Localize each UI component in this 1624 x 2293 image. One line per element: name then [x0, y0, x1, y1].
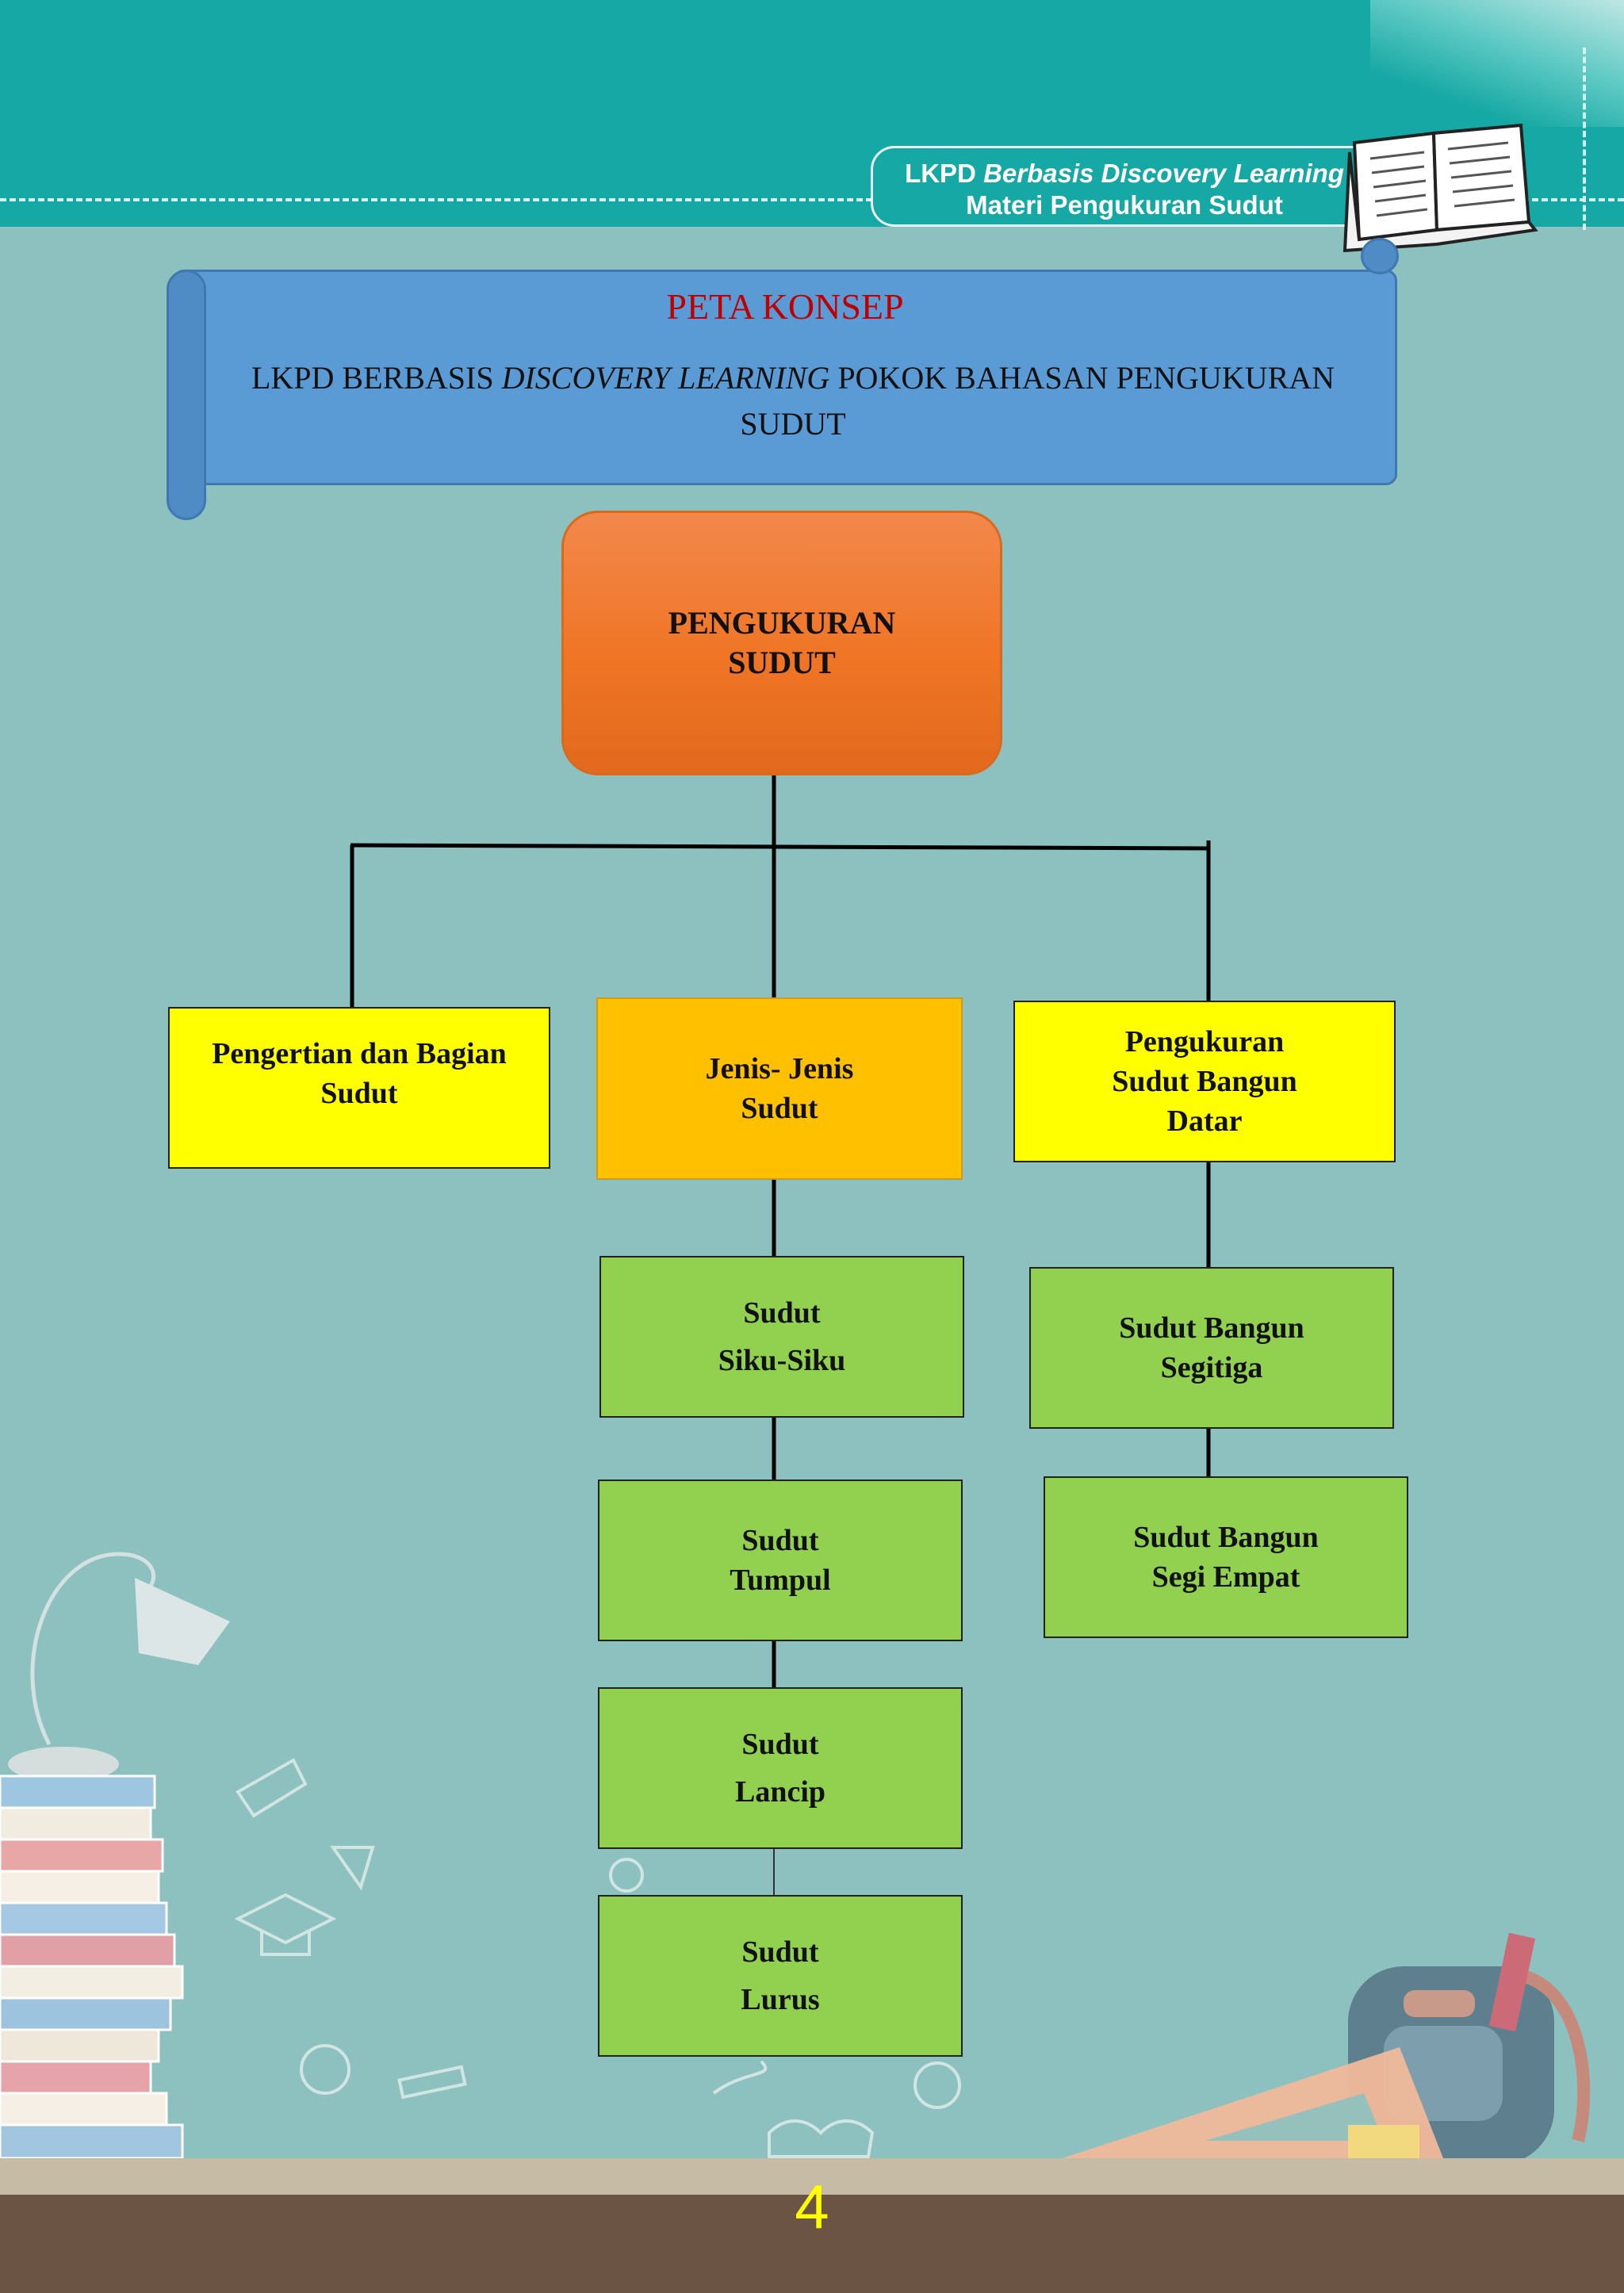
lkpd-header-line2: Materi Pengukuran Sudut	[966, 190, 1283, 220]
page-number: 4	[795, 2172, 829, 2241]
leaf-node-lancip: Sudut Lancip	[598, 1687, 963, 1849]
title-banner	[173, 270, 1397, 485]
header-dashed-line	[0, 198, 1624, 201]
banner-scroll-curl-right	[1361, 238, 1399, 274]
branch-node-pengukuran-bangun-datar: Pengukuran Sudut Bangun Datar	[1013, 1001, 1396, 1162]
graduation-cap-icon	[234, 1893, 337, 1956]
lkpd-header-line1: LKPD Berbasis Discovery Learning	[905, 159, 1344, 188]
leaf-node-segi-empat: Sudut Bangun Segi Empat	[1044, 1476, 1408, 1638]
branch-horizontal-line	[350, 843, 1211, 851]
set-square-icon	[1063, 2047, 1443, 2158]
root-node-pengukuran-sudut: PENGUKURAN SUDUT	[561, 511, 1002, 775]
branch-node-pengertian: Pengertian dan Bagian Sudut	[168, 1007, 550, 1169]
open-book-icon	[1342, 123, 1538, 253]
floor-strip	[0, 2158, 1624, 2196]
desk-lamp-icon	[30, 1552, 156, 1746]
banner-scroll-curl	[167, 270, 206, 520]
backpack-icon	[1348, 1932, 1591, 2165]
book-stack-icon	[0, 1774, 184, 2160]
open-book-doodle-icon	[768, 2119, 875, 2158]
header-vertical-dashed-line	[1583, 48, 1586, 230]
clock-icon	[609, 1858, 644, 1893]
leaf-node-tumpul: Sudut Tumpul	[598, 1480, 963, 1641]
header-corner-decoration	[1370, 0, 1624, 127]
branch-node-jenis-sudut: Jenis- Jenis Sudut	[596, 997, 963, 1180]
leaf-node-segitiga: Sudut Bangun Segitiga	[1029, 1267, 1394, 1429]
scribble-icon	[712, 2060, 768, 2095]
globe-icon	[914, 2061, 961, 2109]
diploma-icon	[236, 1758, 308, 1818]
banner-subtitle: LKPD BERBASIS DISCOVERY LEARNING POKOK B…	[251, 360, 1335, 442]
ruler-icon	[397, 2065, 467, 2100]
triangle-ruler-icon	[330, 1846, 375, 1891]
lkpd-header-label: LKPD Berbasis Discovery Learning Materi …	[871, 146, 1378, 227]
leaf-node-lurus: Sudut Lurus	[598, 1895, 963, 2057]
apple-icon	[300, 2044, 350, 2095]
leaf-node-siku-siku: Sudut Siku-Siku	[599, 1256, 964, 1418]
page-title: PETA KONSEP	[666, 286, 904, 327]
footer-band	[0, 2195, 1624, 2293]
